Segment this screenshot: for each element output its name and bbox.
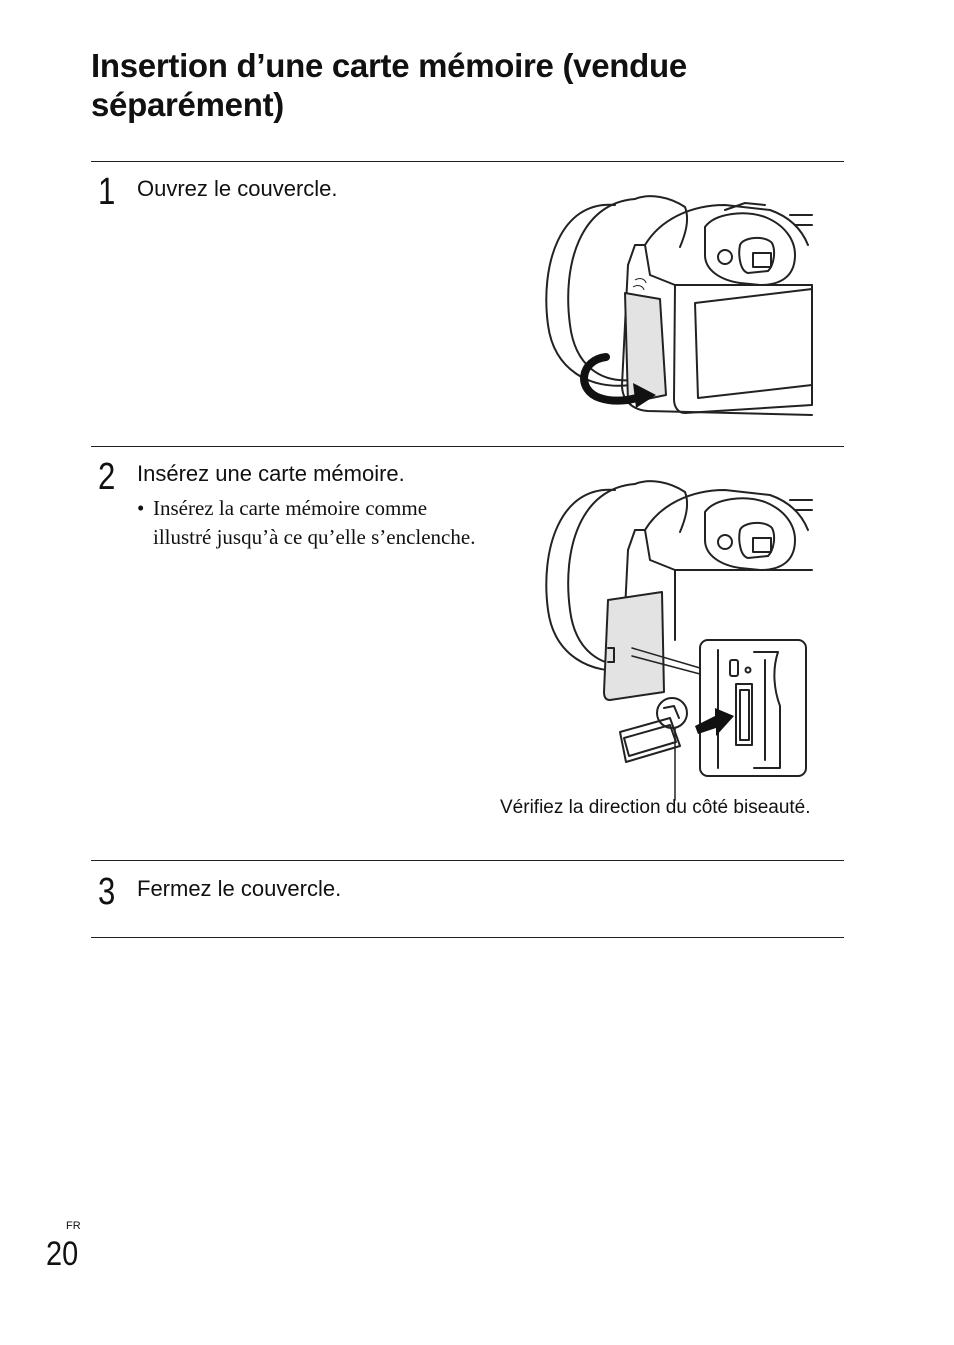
divider [91, 446, 844, 447]
bullet-text: Insérez la carte mémoire comme illustré … [153, 496, 476, 549]
page-number: 20 [46, 1235, 79, 1273]
step-number: 3 [98, 871, 116, 913]
step-number: 1 [98, 171, 116, 213]
step-text: Fermez le couvercle. [137, 876, 342, 901]
camera-open-cover-illustration [545, 195, 813, 416]
bullet-item: • Insérez la carte mémoire comme illustr… [137, 494, 482, 552]
bullet-mark: • [137, 496, 145, 520]
divider [91, 161, 844, 162]
divider [91, 937, 844, 938]
step-number: 2 [98, 456, 116, 498]
step-text: Insérez une carte mémoire. [137, 461, 405, 486]
step-text: Ouvrez le couvercle. [137, 176, 338, 201]
language-code: FR [66, 1220, 81, 1232]
divider [91, 860, 844, 861]
caption: Vérifiez la direction du côté biseauté. [500, 797, 811, 818]
page-title: Insertion d’une carte mémoire (vendue sé… [91, 47, 687, 123]
camera-insert-card-illustration [545, 480, 813, 801]
